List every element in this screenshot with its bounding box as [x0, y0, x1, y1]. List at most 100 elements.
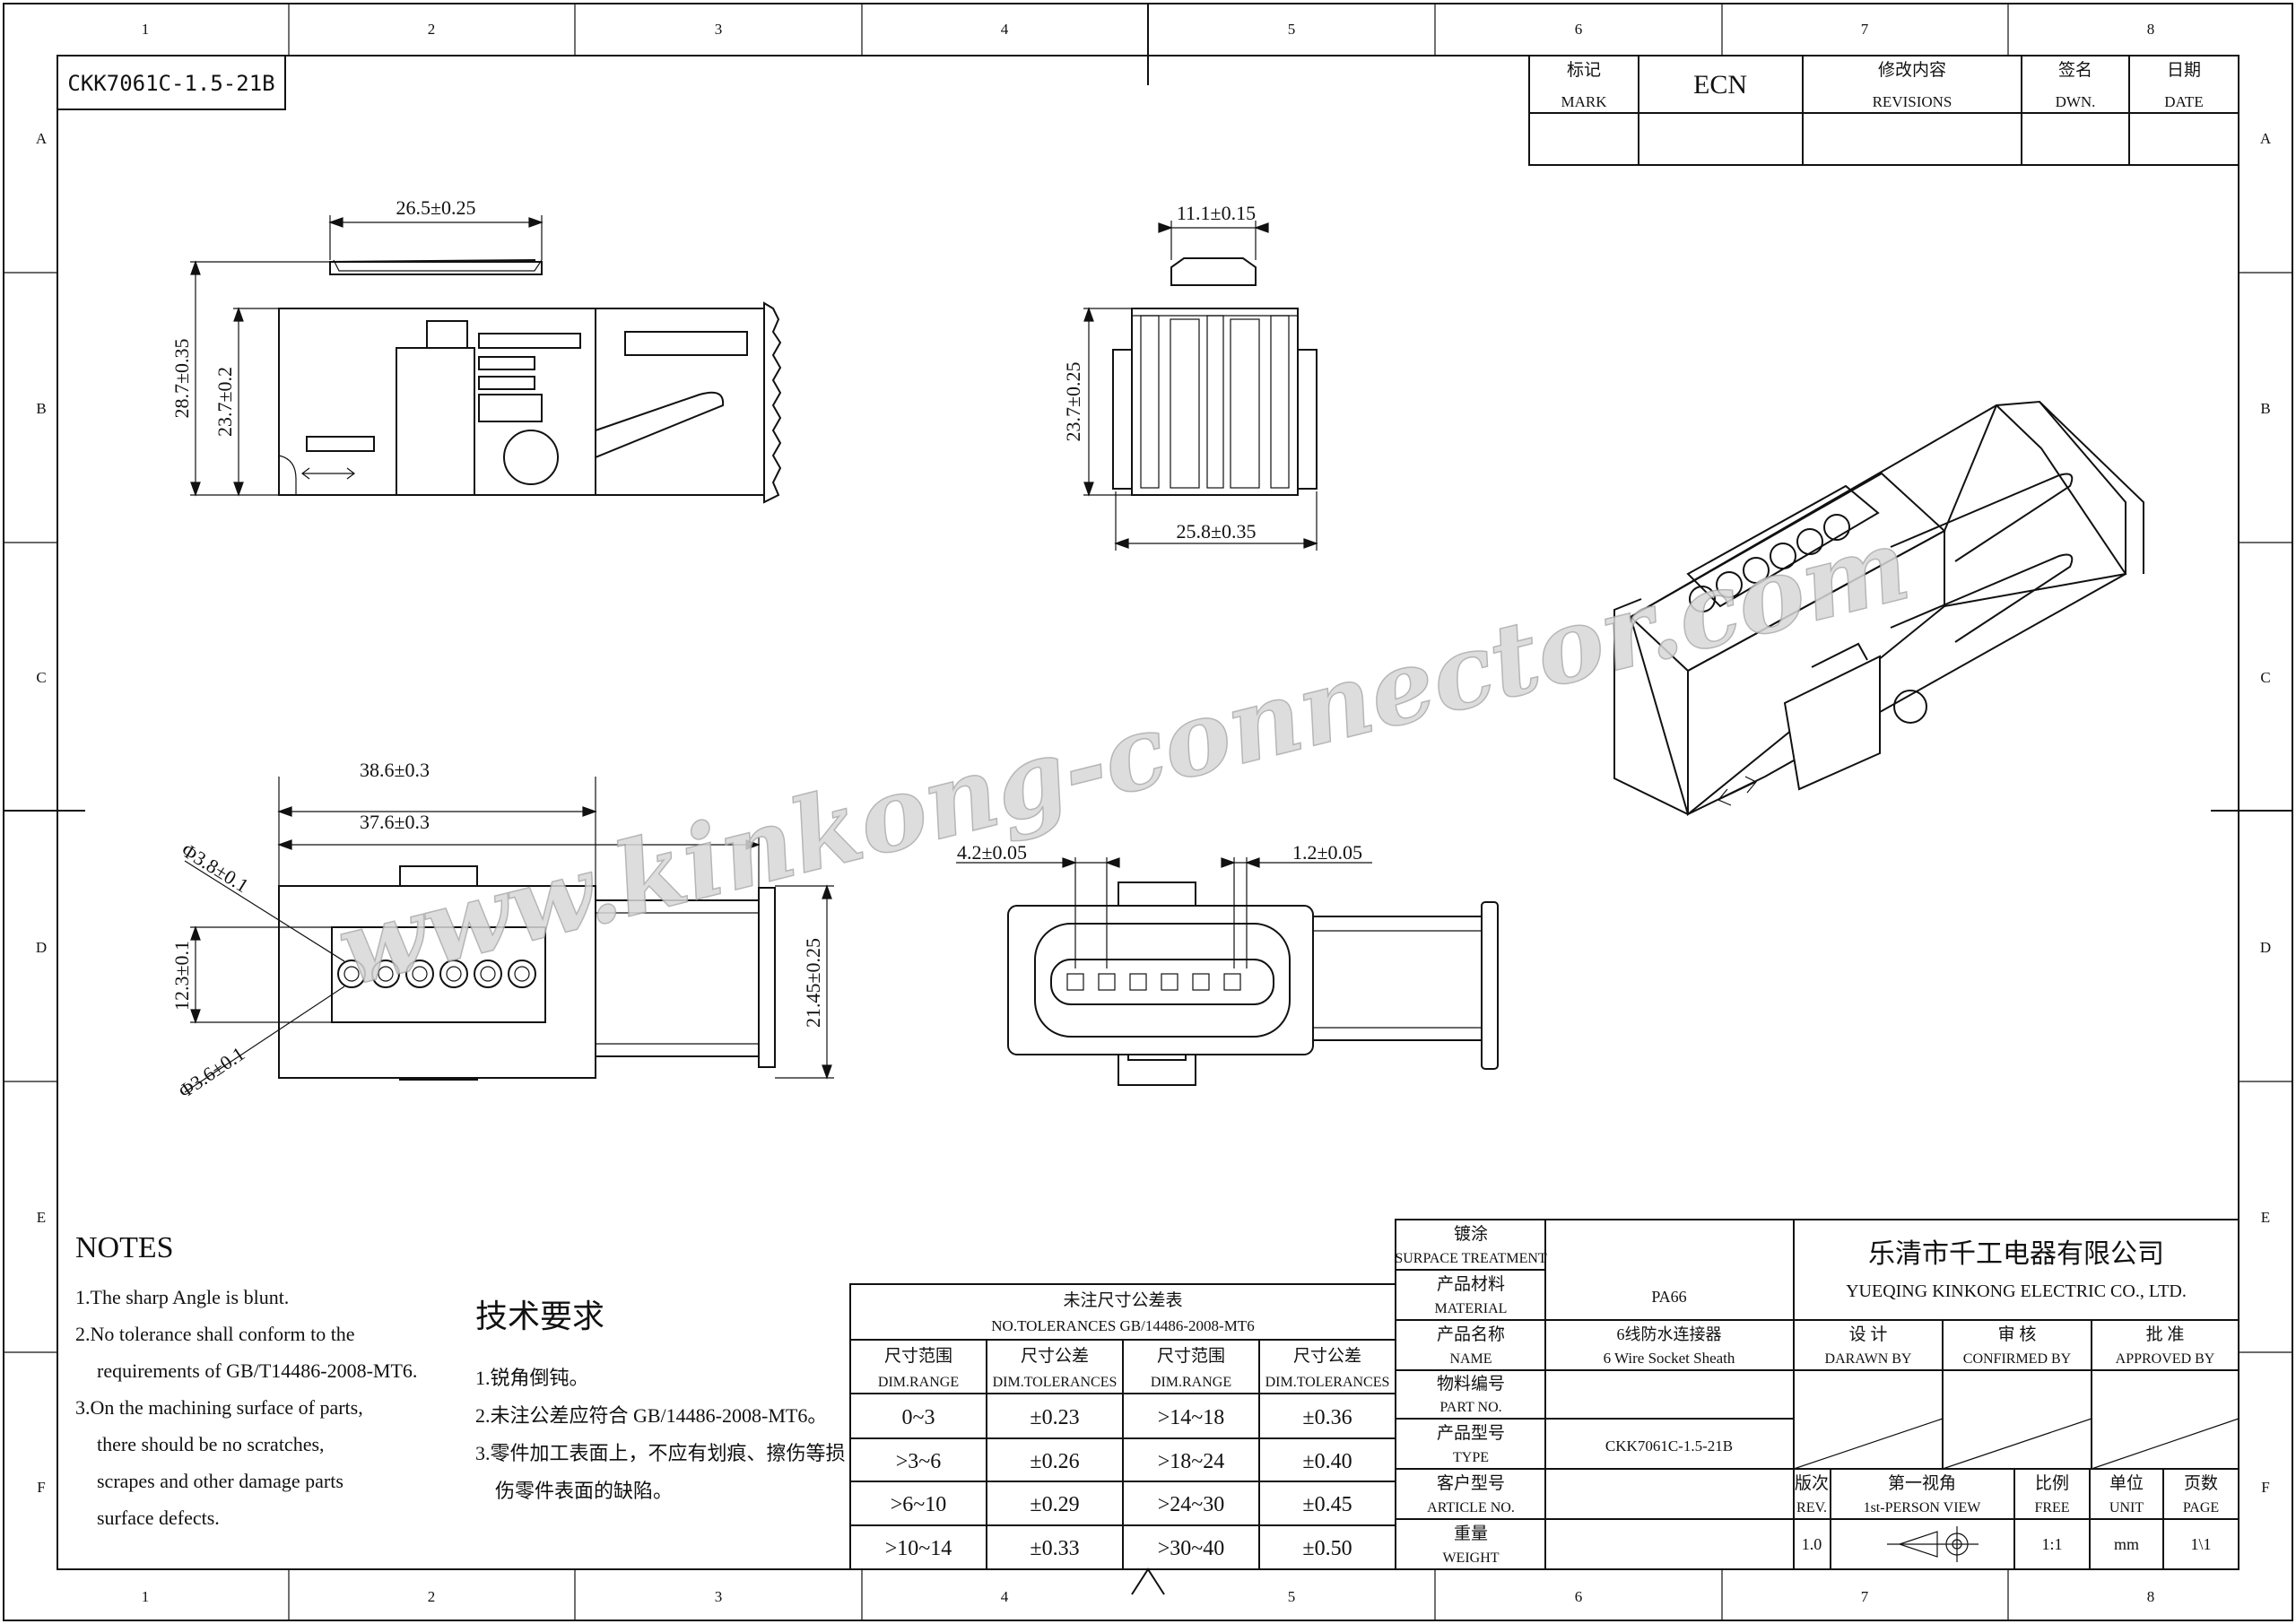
tol-cell: 0~3 — [902, 1406, 935, 1429]
tb-info-cn: 版次 — [1795, 1473, 1829, 1493]
col-label-bottom: 7 — [1861, 1588, 1869, 1605]
dim-bottom-height-outer: 21.45±0.25 — [802, 938, 824, 1028]
side-view: 26.5±0.25 28.7±0.35 23.7±0.2 — [170, 196, 782, 504]
front-view: 11.1±0.15 25.8±0.35 23.7±0.25 — [1062, 202, 1318, 551]
row-label-left: A — [36, 130, 48, 147]
tb-sign-en: APPROVED BY — [2116, 1351, 2215, 1367]
isometric-view — [1613, 400, 2144, 817]
notes-line: 2.No tolerance shall conform to the — [75, 1323, 355, 1345]
row-label-right: F — [2261, 1479, 2269, 1496]
tb-field-cn: 产品名称 — [1437, 1324, 1505, 1344]
tb-field-cn: 产品型号 — [1437, 1423, 1505, 1443]
notes-line: surface defects. — [97, 1507, 220, 1529]
tech-requirements: 技术要求 1.锐角倒钝。 2.未注公差应符合 GB/14486-2008-MT6… — [475, 1298, 846, 1502]
tb-name-value-cn: 6线防水连接器 — [1617, 1325, 1722, 1343]
tol-cell: >18~24 — [1158, 1450, 1225, 1473]
dim-bottom-height-inner: 12.3±0.1 — [170, 941, 193, 1011]
tb-material-value: PA66 — [1651, 1288, 1686, 1306]
col-label-top: 4 — [1001, 21, 1009, 38]
tb-info-en: PAGE — [2183, 1500, 2219, 1515]
col-label-top: 6 — [1575, 21, 1583, 38]
title-block: 镀涂 SURPACE TREATMENT 产品材料 MATERIAL 产品名称 … — [1395, 1219, 2239, 1570]
dim-side-height-outer: 28.7±0.35 — [170, 338, 193, 418]
face-view: 4.2±0.05 1.2±0.05 — [956, 841, 1499, 1086]
tb-field-cn: 物料编号 — [1437, 1374, 1505, 1394]
tb-type-value: CKK7061C-1.5-21B — [1605, 1437, 1733, 1455]
rev-date-en: DATE — [2164, 93, 2203, 110]
tb-field-en: SURPACE TREATMENT — [1395, 1251, 1547, 1266]
dim-side-height-inner: 23.7±0.2 — [213, 367, 236, 437]
tol-cell: ±0.23 — [1030, 1406, 1079, 1429]
tb-field-cn: 客户型号 — [1437, 1473, 1505, 1493]
notes-line: requirements of GB/T14486-2008-MT6. — [97, 1359, 417, 1382]
tb-page-value: 1\1 — [2190, 1535, 2211, 1553]
tb-sign-en: CONFIRMED BY — [1963, 1351, 2072, 1367]
tol-header-en: DIM.TOLERANCES — [1265, 1375, 1390, 1390]
tb-field-en: WEIGHT — [1442, 1550, 1499, 1566]
rev-ecn: ECN — [1693, 70, 1747, 100]
tb-field-en: NAME — [1449, 1351, 1492, 1367]
tb-info-cn: 第一视角 — [1888, 1473, 1956, 1493]
dim-face-gap: 1.2±0.05 — [1292, 841, 1362, 864]
row-label-right: E — [2261, 1209, 2270, 1226]
tol-header-cn: 尺寸公差 — [1021, 1346, 1089, 1366]
col-label-top: 1 — [142, 21, 150, 38]
tol-cell: ±0.40 — [1302, 1450, 1352, 1473]
tb-sign-en: DARAWN BY — [1825, 1351, 1912, 1367]
tol-header-en: DIM.TOLERANCES — [993, 1375, 1118, 1390]
tol-title-cn: 未注尺寸公差表 — [1063, 1290, 1182, 1310]
tech-req-line: 3.零件加工表面上，不应有划痕、擦伤等损 — [475, 1442, 846, 1464]
tb-rev-value: 1.0 — [1802, 1535, 1822, 1553]
dim-front-height: 23.7±0.25 — [1062, 361, 1084, 441]
tol-cell: ±0.33 — [1030, 1537, 1079, 1560]
tb-company-en: YUEQING KINKONG ELECTRIC CO., LTD. — [1846, 1281, 2187, 1301]
tb-info-en: 1st-PERSON VIEW — [1864, 1500, 1982, 1515]
tech-req-title: 技术要求 — [475, 1298, 604, 1334]
drawing-number: CKK7061C-1.5-21B — [67, 71, 274, 96]
rev-mark-cn: 标记 — [1567, 60, 1601, 80]
tb-name-value-en: 6 Wire Socket Sheath — [1604, 1350, 1735, 1367]
tb-unit-value: mm — [2114, 1535, 2139, 1553]
first-angle-projection-icon — [1887, 1526, 1979, 1562]
tol-cell: >3~6 — [896, 1450, 942, 1473]
dim-front-width: 25.8±0.35 — [1176, 520, 1256, 543]
tol-cell: >10~14 — [885, 1537, 952, 1560]
tol-header-cn: 尺寸范围 — [1157, 1346, 1225, 1366]
rev-date-cn: 日期 — [2167, 60, 2201, 80]
row-label-right: D — [2260, 939, 2271, 956]
row-label-right: A — [2260, 130, 2272, 147]
tb-field-cn: 产品材料 — [1437, 1274, 1505, 1294]
tb-field-en: PART NO. — [1439, 1400, 1501, 1415]
col-label-top: 3 — [715, 21, 723, 38]
tb-sign-cn: 审 核 — [1998, 1324, 2037, 1344]
tb-field-cn: 重量 — [1454, 1524, 1488, 1543]
row-label-left: D — [36, 939, 47, 956]
row-label-left: B — [36, 400, 46, 417]
tb-sign-cn: 批 准 — [2146, 1324, 2185, 1344]
col-label-top: 8 — [2147, 21, 2155, 38]
col-label-top: 7 — [1861, 21, 1869, 38]
notes-line: scrapes and other damage parts — [97, 1470, 344, 1492]
row-label-left: C — [36, 669, 46, 686]
tol-cell: >24~30 — [1158, 1493, 1225, 1516]
border-labels: 1 2 3 4 5 6 7 8 1 2 3 4 5 6 7 8 A B C D … — [36, 21, 2272, 1605]
tol-title-en: NO.TOLERANCES GB/14486-2008-MT6 — [991, 1317, 1254, 1334]
tol-cell: ±0.29 — [1030, 1493, 1079, 1516]
revision-block: 标记 MARK ECN 修改内容 REVISIONS 签名 DWN. 日期 DA… — [1528, 55, 2239, 166]
tol-cell: ±0.36 — [1302, 1406, 1352, 1429]
tb-company-cn: 乐清市千工电器有限公司 — [1868, 1239, 2164, 1269]
tech-req-line: 2.未注公差应符合 GB/14486-2008-MT6。 — [475, 1404, 827, 1427]
tb-field-en: TYPE — [1453, 1450, 1489, 1465]
face-contacts — [1066, 973, 1241, 991]
dim-bottom-dia-b: Φ3.6±0.1 — [174, 1042, 248, 1102]
tol-cell: >6~10 — [891, 1493, 947, 1516]
bottom-pin-holes — [337, 960, 536, 988]
col-label-top: 5 — [1288, 21, 1296, 38]
notes-line: 1.The sharp Angle is blunt. — [75, 1286, 289, 1308]
notes-line: there should be no scratches, — [97, 1433, 325, 1455]
tb-info-cn: 页数 — [2184, 1473, 2218, 1493]
tol-header-en: DIM.RANGE — [878, 1375, 959, 1390]
col-label-bottom: 2 — [428, 1588, 436, 1605]
tol-cell: ±0.45 — [1302, 1493, 1352, 1516]
